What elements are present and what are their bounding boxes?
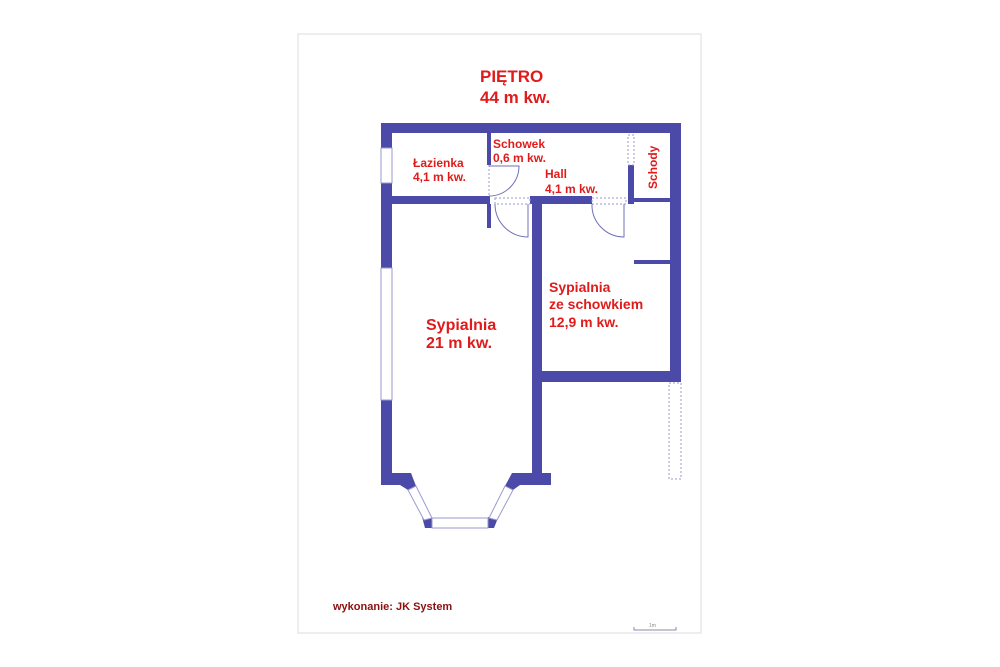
room-area-sypialnia: 21 m kw. <box>426 335 492 352</box>
labels: PIĘTRO 44 m kw. Łazienka 4,1 m kw. Schow… <box>332 67 660 613</box>
scale-label: 1m <box>649 623 656 629</box>
room-name-sypialnia: Sypialnia <box>426 317 496 334</box>
scale-bar: 1m <box>633 623 677 631</box>
page-border <box>297 33 702 634</box>
room-name-sypialnia-schowek-1: Sypialnia <box>549 279 611 295</box>
room-area-schowek: 0,6 m kw. <box>493 151 546 165</box>
room-name-hall: Hall <box>545 167 567 181</box>
total-area: 44 m kw. <box>480 88 550 107</box>
doors <box>488 134 682 480</box>
room-name-schowek: Schowek <box>493 137 545 151</box>
room-name-lazienka: Łazienka <box>413 156 464 170</box>
plan-title: PIĘTRO <box>480 67 543 86</box>
windows <box>380 147 514 529</box>
room-area-hall: 4,1 m kw. <box>545 182 598 196</box>
room-area-sypialnia-schowek: 12,9 m kw. <box>549 314 619 330</box>
credit: wykonanie: JK System <box>332 601 452 613</box>
room-name-sypialnia-schowek-2: ze schowkiem <box>549 296 643 312</box>
room-name-schody: Schody <box>646 145 660 189</box>
room-area-lazienka: 4,1 m kw. <box>413 170 466 184</box>
